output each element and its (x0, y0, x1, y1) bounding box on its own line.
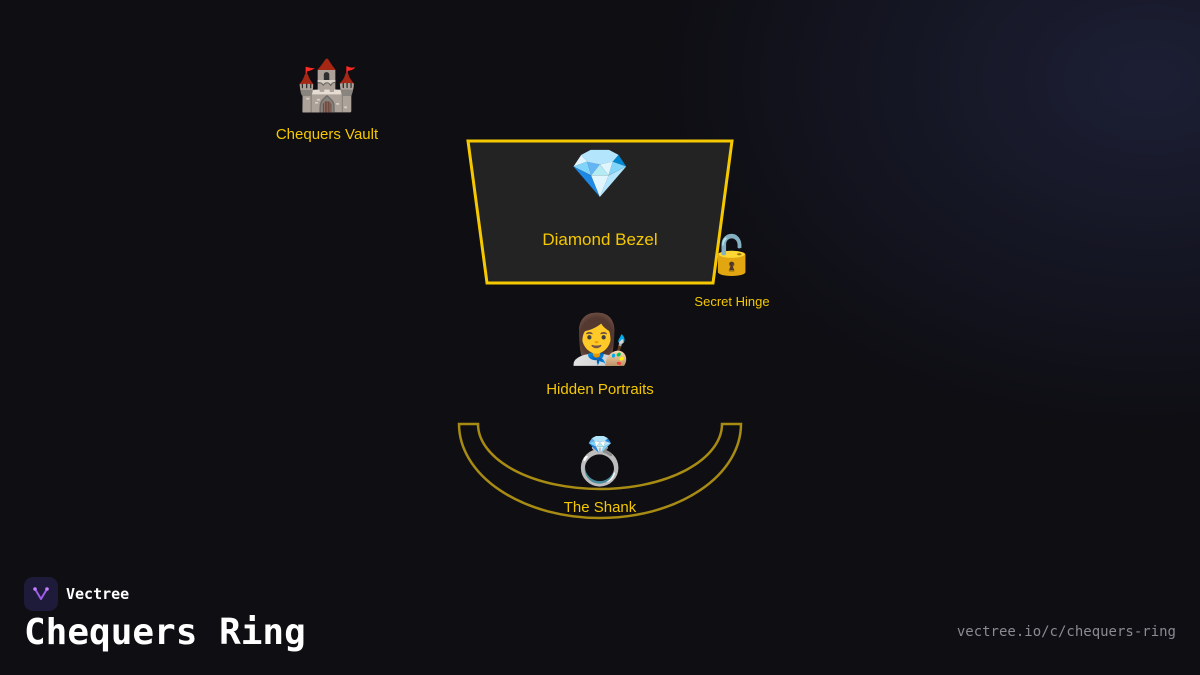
artist-icon: 👩‍🎨 (570, 312, 630, 368)
node-label: Chequers Vault (275, 126, 379, 143)
page-title: Chequers Ring (24, 612, 306, 653)
node-diamond-bezel[interactable]: 💎 Diamond Bezel (500, 150, 700, 250)
unlocked-padlock-icon: 🔓 (708, 233, 756, 277)
bezel-frame (466, 139, 734, 285)
node-the-shank[interactable]: 💍 The Shank (500, 438, 700, 516)
node-chequers-vault[interactable]: 🏰 Chequers Vault (227, 60, 427, 143)
ring-icon: 💍 (571, 434, 629, 488)
vectree-logo-icon (24, 577, 58, 611)
brand[interactable]: Vectree (24, 577, 129, 611)
node-label: Hidden Portraits (546, 381, 654, 398)
node-label: The Shank (563, 499, 637, 516)
node-label: Secret Hinge (694, 294, 770, 309)
node-secret-hinge[interactable]: 🔓 Secret Hinge (672, 236, 792, 309)
brand-name: Vectree (66, 585, 130, 603)
gem-icon: 💎 (570, 146, 630, 202)
shank-band (457, 422, 743, 520)
castle-icon: 🏰 (295, 56, 359, 114)
source-url[interactable]: vectree.io/c/chequers-ring (956, 624, 1176, 640)
node-label: Diamond Bezel (542, 230, 658, 249)
node-hidden-portraits[interactable]: 👩‍🎨 Hidden Portraits (500, 316, 700, 398)
